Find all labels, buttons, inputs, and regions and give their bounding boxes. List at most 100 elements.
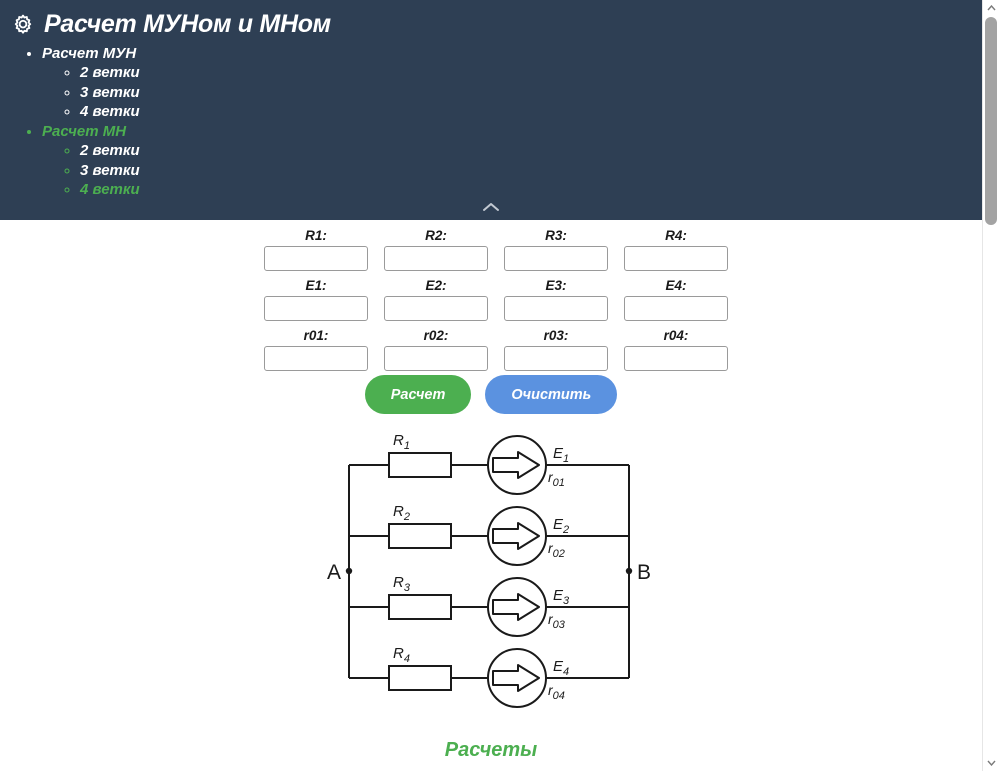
- emf-arrow-2: [492, 522, 540, 550]
- nav-link-mn-3-vetki[interactable]: 3 ветки: [80, 161, 140, 179]
- scrollbar-thumb[interactable]: [985, 17, 997, 225]
- nav-group-mun: Расчет МУН 2 ветки 3 ветки 4 ветки: [42, 45, 982, 122]
- collapse-menu-button[interactable]: [0, 194, 982, 220]
- input-e4[interactable]: [624, 296, 728, 321]
- field-r4: R4:: [624, 228, 728, 271]
- field-r02: r02:: [384, 328, 488, 371]
- emf-label-4: E4: [553, 658, 569, 678]
- input-e2[interactable]: [384, 296, 488, 321]
- circuit-diagram-container: A B R1 R2 R3 R4: [0, 425, 982, 725]
- nav-sublist-mun: 2 ветки 3 ветки 4 ветки: [42, 64, 982, 122]
- label-r1: R1:: [305, 228, 327, 243]
- form-row-internal-resistance: r01: r02: r03: r04:: [264, 328, 728, 371]
- field-r01: r01:: [264, 328, 368, 371]
- label-e1: E1:: [305, 278, 327, 293]
- node-label-b: B: [637, 561, 651, 584]
- nav-subitem-mun-4: 4 ветки: [80, 103, 982, 122]
- label-r01: r01:: [303, 328, 329, 343]
- nav-group-mn: Расчет МН 2 ветки 3 ветки 4 ветки: [42, 123, 982, 200]
- nav-link-mun-4-vetki[interactable]: 4 ветки: [80, 103, 140, 121]
- circuit-diagram: A B R1 R2 R3 R4: [327, 432, 651, 708]
- field-e4: E4:: [624, 278, 728, 321]
- emf-arrow-1: [492, 451, 540, 479]
- nav-sublist-mn: 2 ветки 3 ветки 4 ветки: [42, 142, 982, 200]
- clear-button[interactable]: Очистить: [485, 375, 618, 414]
- nav-link-mun-3-vetki[interactable]: 3 ветки: [80, 83, 140, 101]
- resistor-label-3: R3: [393, 574, 411, 594]
- label-e2: E2:: [425, 278, 447, 293]
- node-dot-b: [625, 567, 633, 575]
- field-r1: R1:: [264, 228, 368, 271]
- emf-label-2: E2: [553, 516, 569, 536]
- label-r04: r04:: [663, 328, 689, 343]
- label-r2: R2:: [425, 228, 447, 243]
- field-r2: R2:: [384, 228, 488, 271]
- input-form: R1: R2: R3: R4: E1:: [264, 228, 728, 378]
- resistor-body-1: [388, 452, 452, 478]
- title-row: Расчет МУНом и МНом: [0, 0, 982, 39]
- field-r3: R3:: [504, 228, 608, 271]
- label-r3: R3:: [545, 228, 567, 243]
- gear-icon: [14, 14, 32, 34]
- internal-resistance-label-4: r04: [548, 682, 565, 702]
- nav-link-mun-2-vetki[interactable]: 2 ветки: [80, 63, 140, 81]
- input-r3[interactable]: [504, 246, 608, 271]
- main-content: R1: R2: R3: R4: E1:: [0, 220, 982, 771]
- resistor-label-4: R4: [393, 645, 410, 665]
- resistor-label-2: R2: [393, 503, 410, 523]
- nav-subitem-mun-3: 3 ветки: [80, 84, 982, 103]
- field-e1: E1:: [264, 278, 368, 321]
- form-actions: Расчет Очистить: [0, 375, 982, 414]
- input-e1[interactable]: [264, 296, 368, 321]
- input-r02[interactable]: [384, 346, 488, 371]
- chevron-up-icon: [483, 203, 499, 211]
- emf-arrow-3: [492, 593, 540, 621]
- input-r2[interactable]: [384, 246, 488, 271]
- field-r03: r03:: [504, 328, 608, 371]
- resistor-body-3: [388, 594, 452, 620]
- page-scrollbar[interactable]: [982, 0, 998, 771]
- results-heading: Расчеты: [444, 739, 538, 761]
- scroll-down-arrow-icon[interactable]: [983, 755, 998, 771]
- form-row-emf: E1: E2: E3: E4:: [264, 278, 728, 321]
- label-r4: R4:: [665, 228, 687, 243]
- page-title: Расчет МУНом и МНом: [44, 10, 331, 38]
- label-r02: r02:: [423, 328, 449, 343]
- internal-resistance-label-2: r02: [548, 540, 565, 560]
- nav-link-mn-2-vetki[interactable]: 2 ветки: [80, 141, 140, 159]
- input-r4[interactable]: [624, 246, 728, 271]
- nav-subitem-mn-3: 3 ветки: [80, 162, 982, 181]
- emf-label-3: E3: [553, 587, 570, 607]
- resistor-body-4: [388, 665, 452, 691]
- input-r1[interactable]: [264, 246, 368, 271]
- label-r03: r03:: [543, 328, 569, 343]
- input-r04[interactable]: [624, 346, 728, 371]
- nav-list: Расчет МУН 2 ветки 3 ветки 4 ветки Расче…: [0, 45, 982, 200]
- nav-subitem-mun-2: 2 ветки: [80, 64, 982, 83]
- internal-resistance-label-3: r03: [548, 611, 566, 631]
- scroll-up-arrow-icon[interactable]: [983, 0, 998, 16]
- calculate-button[interactable]: Расчет: [364, 375, 472, 414]
- resistor-body-2: [388, 523, 452, 549]
- nav-link-mn-4-vetki[interactable]: 4 ветки: [80, 181, 140, 199]
- input-r01[interactable]: [264, 346, 368, 371]
- resistor-label-1: R1: [393, 432, 410, 452]
- input-r03[interactable]: [504, 346, 608, 371]
- field-e3: E3:: [504, 278, 608, 321]
- node-dot-a: [345, 567, 353, 575]
- header-panel: Расчет МУНом и МНом Расчет МУН 2 ветки 3…: [0, 0, 982, 220]
- nav-item-raschet-mn[interactable]: Расчет МН: [42, 123, 127, 140]
- nav-subitem-mn-4: 4 ветки: [80, 181, 982, 200]
- form-row-resistance: R1: R2: R3: R4:: [264, 228, 728, 271]
- internal-resistance-label-1: r01: [548, 469, 565, 489]
- nav-item-raschet-mun[interactable]: Расчет МУН: [42, 45, 137, 62]
- label-e4: E4:: [665, 278, 687, 293]
- emf-label-1: E1: [553, 445, 569, 465]
- field-e2: E2:: [384, 278, 488, 321]
- node-label-a: A: [327, 561, 341, 584]
- nav-subitem-mn-2: 2 ветки: [80, 142, 982, 161]
- field-r04: r04:: [624, 328, 728, 371]
- label-e3: E3:: [545, 278, 567, 293]
- input-e3[interactable]: [504, 296, 608, 321]
